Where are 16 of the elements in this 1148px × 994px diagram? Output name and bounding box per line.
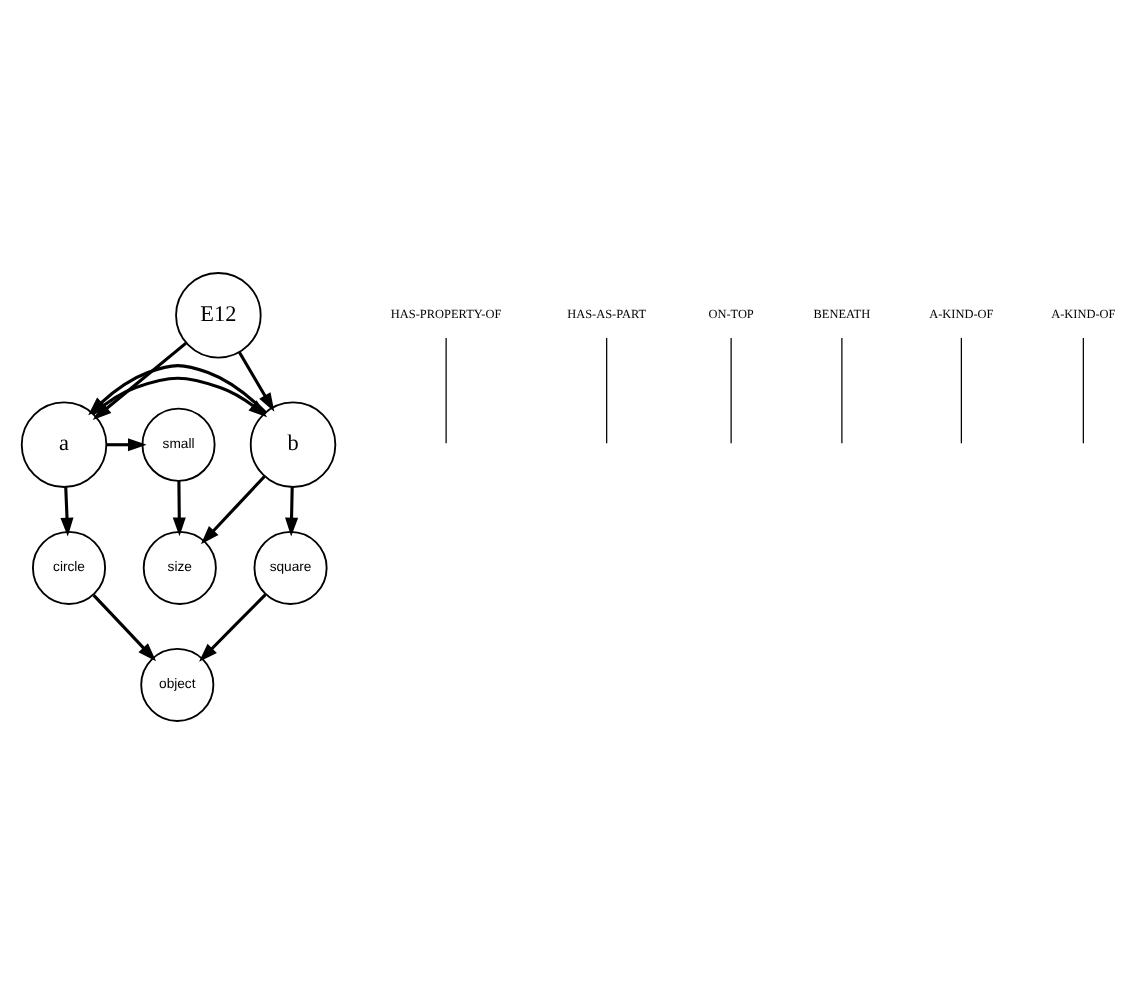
node-circle: E12: [175, 272, 262, 359]
arrow: [200, 475, 266, 545]
connector: [730, 337, 732, 444]
arrow: [238, 351, 275, 412]
connector: [606, 337, 608, 444]
connector: [960, 337, 962, 444]
arrow: [92, 594, 157, 662]
arrow: [106, 438, 147, 452]
arrow: [285, 487, 299, 537]
connector: [1082, 337, 1084, 444]
arrow: [60, 487, 74, 537]
connector: [445, 337, 447, 444]
connector: [841, 337, 843, 444]
arrow: [172, 480, 186, 537]
arrow: [199, 593, 267, 662]
node-circle: a: [20, 401, 108, 488]
